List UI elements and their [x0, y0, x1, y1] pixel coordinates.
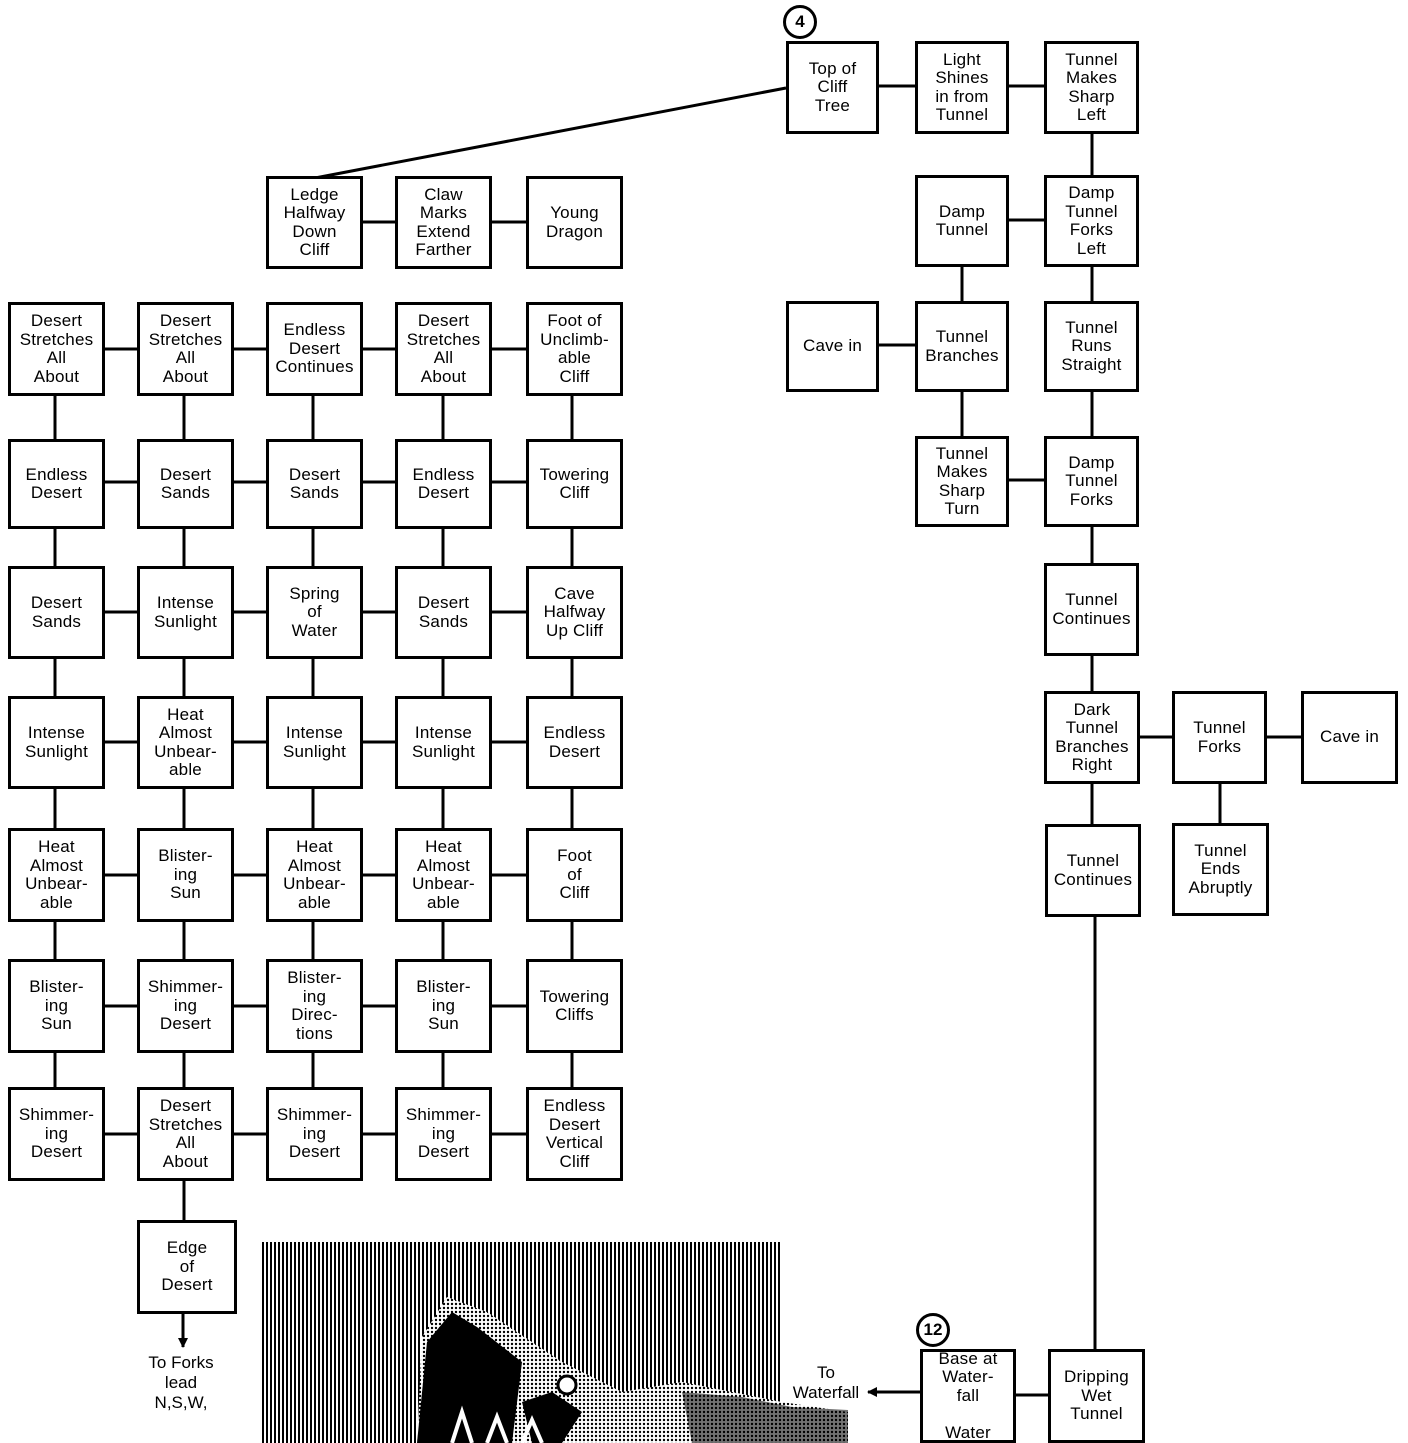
desert-room-label: Endless Desert: [544, 724, 606, 761]
desert-room: Shimmer- ing Desert: [395, 1087, 492, 1181]
room-tunnel-runs-straight: Tunnel Runs Straight: [1044, 301, 1139, 392]
room-dark-tunnel-branches: Dark Tunnel Branches Right: [1044, 691, 1140, 784]
desert-room-label: Desert Sands: [289, 466, 340, 503]
desert-room: Heat Almost Unbear- able: [395, 828, 492, 922]
desert-room-label: Blister- ing Direc- tions: [287, 969, 342, 1043]
desert-room: Intense Sunlight: [266, 696, 363, 789]
desert-room: Desert Stretches All About: [8, 302, 105, 396]
room-damp-tunnel-forks-left: Damp Tunnel Forks Left: [1044, 175, 1139, 267]
desert-room-label: Intense Sunlight: [283, 724, 346, 761]
desert-room-label: Foot of Unclimb- able Cliff: [540, 312, 609, 386]
desert-room: Desert Sands: [8, 566, 105, 659]
desert-room: Endless Desert: [526, 696, 623, 789]
desert-room-label: Heat Almost Unbear- able: [412, 838, 475, 912]
desert-room: Intense Sunlight: [137, 566, 234, 659]
room-ledge-halfway: Ledge Halfway Down Cliff: [266, 176, 363, 269]
desert-room: Heat Almost Unbear- able: [266, 828, 363, 922]
room-edge-of-desert: Edge of Desert: [137, 1220, 237, 1314]
desert-room: Foot of Unclimb- able Cliff: [526, 302, 623, 396]
desert-room-label: Desert Sands: [418, 594, 469, 631]
room-cave-in: Cave in: [1301, 691, 1398, 784]
desert-room-label: Desert Stretches All About: [149, 312, 223, 386]
desert-room: Blister- ing Direc- tions: [266, 959, 363, 1053]
desert-room: Shimmer- ing Desert: [8, 1087, 105, 1181]
desert-room-label: Blister- ing Sun: [158, 847, 213, 903]
desert-room-label: Shimmer- ing Desert: [277, 1106, 352, 1162]
desert-room-label: Shimmer- ing Desert: [406, 1106, 481, 1162]
desert-room: Desert Stretches All About: [395, 302, 492, 396]
desert-room: Endless Desert Vertical Cliff: [526, 1087, 623, 1181]
desert-room-label: Heat Almost Unbear- able: [283, 838, 346, 912]
desert-room: Intense Sunlight: [395, 696, 492, 789]
desert-room: Desert Sands: [137, 439, 234, 529]
room-tunnel-branches: Tunnel Branches: [915, 301, 1009, 392]
desert-room: Towering Cliff: [526, 439, 623, 529]
desert-room-label: Endless Desert Continues: [275, 321, 353, 377]
desert-room: Foot of Cliff: [526, 828, 623, 922]
desert-room: Endless Desert: [8, 439, 105, 529]
room-dripping-wet-tunnel: Dripping Wet Tunnel: [1048, 1349, 1145, 1443]
desert-room-label: Intense Sunlight: [154, 594, 217, 631]
desert-room: Desert Stretches All About: [137, 302, 234, 396]
desert-room-label: Endless Desert: [413, 466, 475, 503]
room-damp-tunnel: Damp Tunnel: [915, 175, 1009, 267]
desert-room-label: Heat Almost Unbear- able: [25, 838, 88, 912]
room-tunnel-continues: Tunnel Continues: [1045, 824, 1141, 917]
room-light-shines: Light Shines in from Tunnel: [915, 41, 1009, 134]
desert-room: Towering Cliffs: [526, 959, 623, 1053]
exit-note-forks: To Forks lead N,S,W,: [131, 1353, 231, 1413]
desert-room: Shimmer- ing Desert: [266, 1087, 363, 1181]
desert-room: Desert Stretches All About: [137, 1087, 234, 1181]
room-young-dragon: Young Dragon: [526, 176, 623, 269]
room-top-of-cliff-tree: Top of Cliff Tree: [786, 41, 879, 134]
room-tunnel-continues: Tunnel Continues: [1044, 563, 1139, 656]
desert-room-label: Endless Desert Vertical Cliff: [544, 1097, 606, 1171]
desert-room: Spring of Water: [266, 566, 363, 659]
desert-room: Desert Sands: [395, 566, 492, 659]
desert-room-label: Endless Desert: [26, 466, 88, 503]
desert-room-label: Desert Sands: [160, 466, 211, 503]
desert-room-label: Heat Almost Unbear- able: [154, 706, 217, 780]
room-damp-tunnel-forks: Damp Tunnel Forks: [1044, 436, 1139, 527]
desert-room-label: Desert Stretches All About: [149, 1097, 223, 1171]
desert-room: Cave Halfway Up Cliff: [526, 566, 623, 659]
desert-room-label: Foot of Cliff: [557, 847, 592, 903]
desert-room-label: Cave Halfway Up Cliff: [544, 585, 606, 641]
desert-room-label: Blister- ing Sun: [29, 978, 84, 1034]
room-claw-marks: Claw Marks Extend Farther: [395, 176, 492, 269]
desert-room-label: Towering Cliffs: [540, 988, 610, 1025]
room-base-at-waterfall: Base at Water- fall Water: [920, 1349, 1016, 1443]
room-tunnel-sharp-turn: Tunnel Makes Sharp Turn: [915, 436, 1009, 527]
desert-room-label: Spring of Water: [289, 585, 339, 641]
desert-room-label: Shimmer- ing Desert: [19, 1106, 94, 1162]
desert-room: Desert Sands: [266, 439, 363, 529]
desert-room: Blister- ing Sun: [8, 959, 105, 1053]
room-tunnel-sharp-left: Tunnel Makes Sharp Left: [1044, 41, 1139, 134]
desert-room: Heat Almost Unbear- able: [8, 828, 105, 922]
desert-room-label: Desert Sands: [31, 594, 82, 631]
dragon-illustration: [262, 1242, 848, 1443]
desert-room-label: Blister- ing Sun: [416, 978, 471, 1034]
room-tunnel-ends-abruptly: Tunnel Ends Abruptly: [1172, 823, 1269, 916]
room-tunnel-forks: Tunnel Forks: [1172, 691, 1267, 784]
desert-room-label: Desert Stretches All About: [20, 312, 94, 386]
desert-room: Blister- ing Sun: [137, 828, 234, 922]
room-number-badge: 4: [783, 5, 817, 39]
desert-room-label: Intense Sunlight: [412, 724, 475, 761]
desert-room-label: Towering Cliff: [540, 466, 610, 503]
desert-room: Endless Desert Continues: [266, 302, 363, 396]
desert-room: Endless Desert: [395, 439, 492, 529]
desert-room: Shimmer- ing Desert: [137, 959, 234, 1053]
room-number-badge: 12: [916, 1313, 950, 1347]
desert-room-label: Intense Sunlight: [25, 724, 88, 761]
desert-room-label: Shimmer- ing Desert: [148, 978, 223, 1034]
desert-room-label: Desert Stretches All About: [407, 312, 481, 386]
desert-room: Intense Sunlight: [8, 696, 105, 789]
desert-room: Heat Almost Unbear- able: [137, 696, 234, 789]
desert-room: Blister- ing Sun: [395, 959, 492, 1053]
room-cave-in: Cave in: [786, 301, 879, 392]
